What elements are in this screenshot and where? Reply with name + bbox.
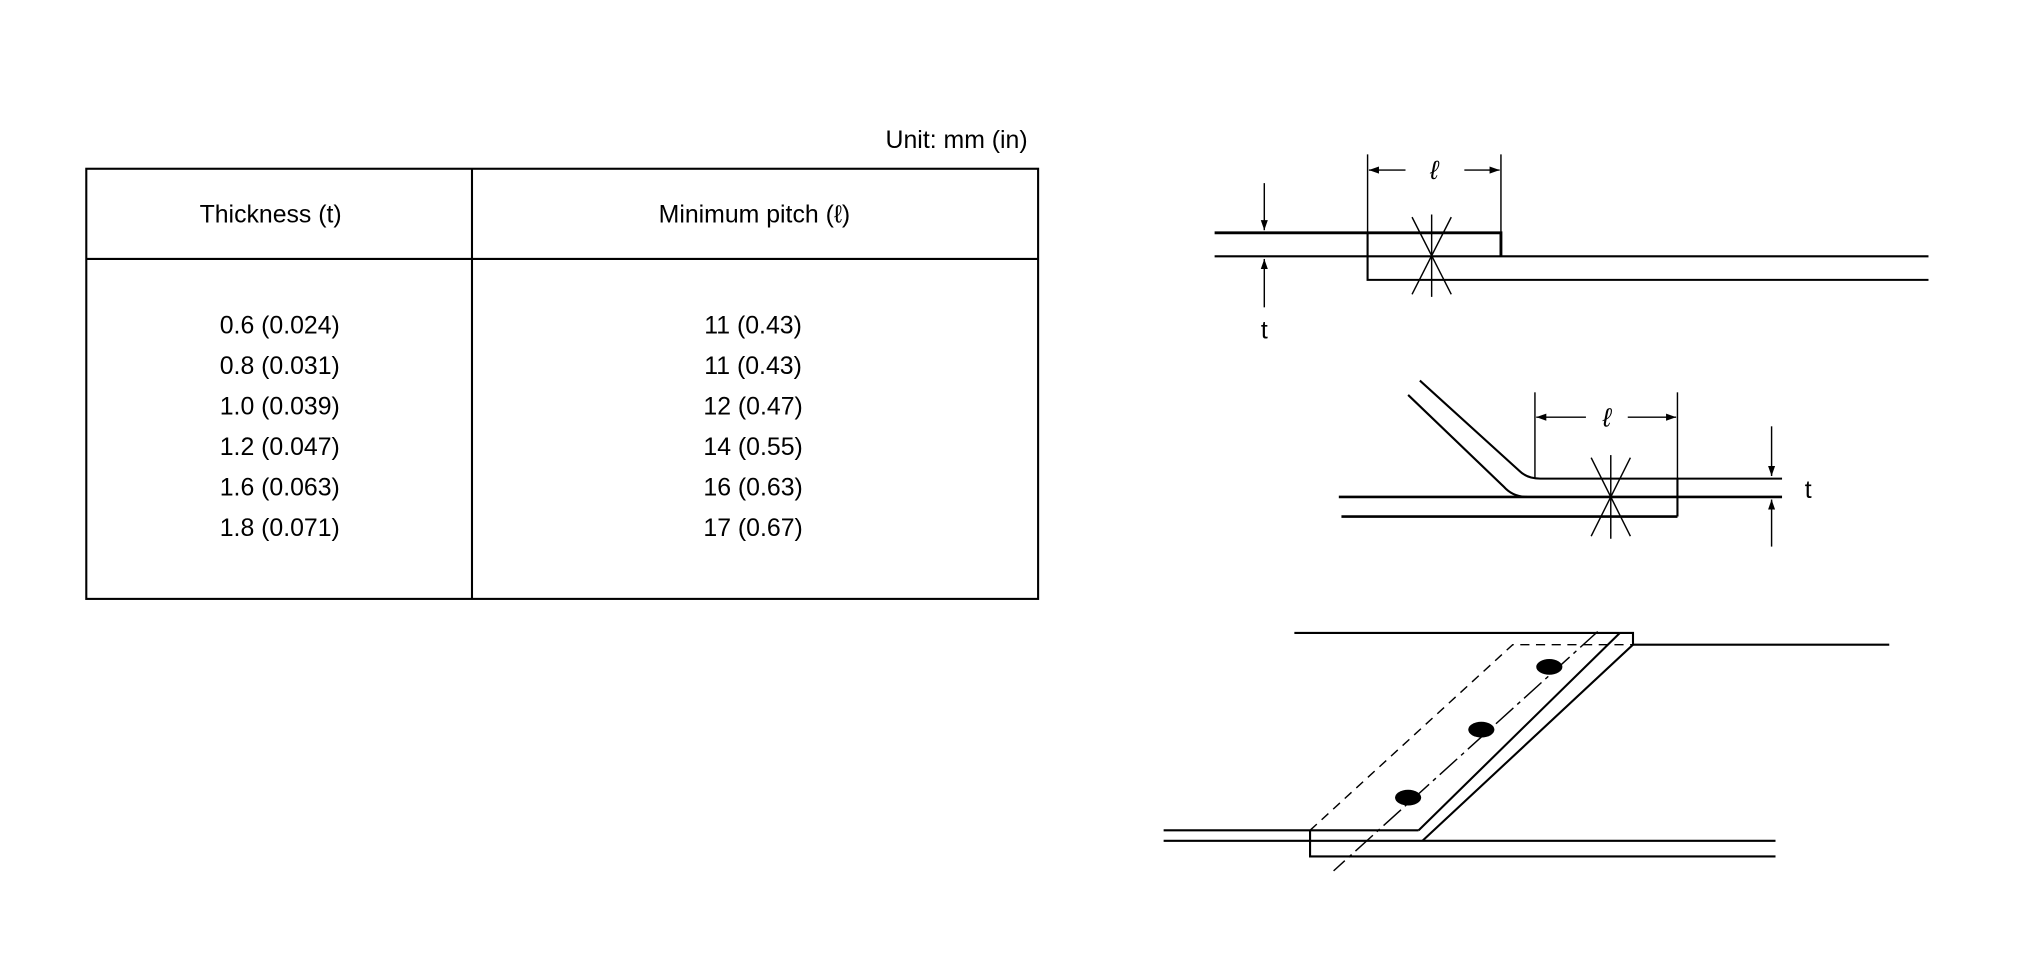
thickness-cell: 1.2 (0.047): [220, 434, 340, 461]
pitch-cell: 11 (0.43): [704, 353, 802, 380]
spot-weld-diagram: [1163, 631, 1890, 872]
pitch-cell: 11 (0.43): [704, 312, 802, 339]
table-row: 0.8 (0.031) 11 (0.43): [220, 353, 802, 380]
weld-mark: [1590, 455, 1632, 539]
table-border: [85, 167, 1040, 600]
table-row: 0.6 (0.024) 11 (0.43): [220, 312, 802, 339]
bent-joint-diagram: ℓ t: [1338, 379, 1812, 547]
spot-weld-dot: [1536, 659, 1563, 675]
pitch-table: Thickness (t) Minimum pitch (ℓ) 0.6 (0.0…: [85, 167, 1040, 600]
thickness-label: t: [1261, 318, 1268, 345]
pitch-cell: 17 (0.67): [703, 515, 802, 542]
weld-mark: [1411, 214, 1452, 297]
pitch-cell: 14 (0.55): [703, 434, 802, 461]
thickness-cell: 1.0 (0.039): [220, 394, 340, 421]
pitch-cell: 16 (0.63): [703, 475, 802, 502]
thickness-cell: 1.6 (0.063): [220, 475, 340, 502]
pitch-label: ℓ: [1602, 402, 1613, 432]
thickness-cell: 0.6 (0.024): [220, 312, 340, 339]
table-row: 1.8 (0.071) 17 (0.67): [220, 515, 803, 542]
unit-label: Unit: mm (in): [886, 127, 1028, 154]
table-row: 1.6 (0.063) 16 (0.63): [220, 475, 803, 502]
table-row: 1.2 (0.047) 14 (0.55): [220, 434, 803, 461]
thickness-cell: 1.8 (0.071): [220, 515, 340, 542]
spot-weld-dot: [1395, 789, 1422, 806]
pitch-cell: 12 (0.47): [703, 394, 802, 421]
header-thickness: Thickness (t): [200, 201, 342, 228]
table-row: 1.0 (0.039) 12 (0.47): [220, 394, 803, 421]
thickness-cell: 0.8 (0.031): [220, 353, 340, 380]
thickness-label: t: [1805, 477, 1812, 504]
header-min-pitch: Minimum pitch (ℓ): [659, 201, 850, 228]
pitch-label: ℓ: [1429, 155, 1440, 185]
lap-joint-diagram: ℓ t: [1214, 154, 1929, 345]
spot-weld-dot: [1468, 721, 1495, 738]
